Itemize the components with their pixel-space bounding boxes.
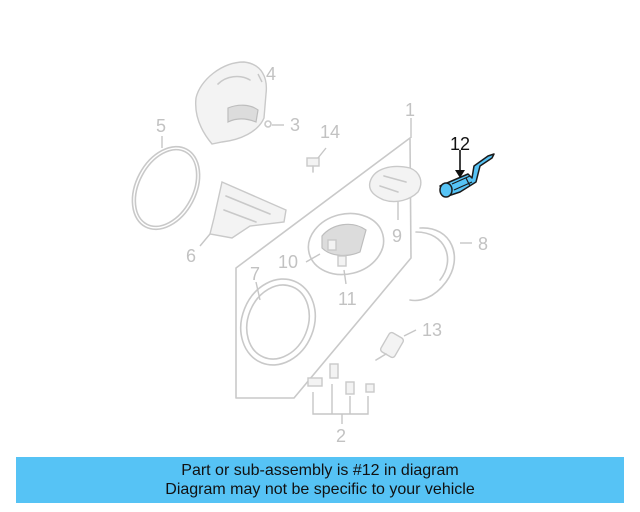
banner-line-1: Part or sub-assembly is #12 in diagram bbox=[181, 462, 459, 479]
callout-2: 2 bbox=[336, 426, 346, 446]
part-6-bracket bbox=[199, 181, 287, 247]
callout-11: 11 bbox=[338, 289, 357, 309]
callout-5: 5 bbox=[156, 116, 166, 136]
banner-line-2: Diagram may not be specific to your vehi… bbox=[165, 481, 475, 498]
callout-3: 3 bbox=[290, 115, 300, 135]
parts-diagram: 1 2 3 4 5 6 7 8 9 10 11 12 13 14 bbox=[131, 61, 495, 446]
part-14-screw bbox=[306, 147, 327, 173]
callout-7: 7 bbox=[250, 264, 260, 284]
callout-10: 10 bbox=[278, 252, 298, 272]
callout-14: 14 bbox=[320, 122, 340, 142]
callout-9: 9 bbox=[392, 226, 402, 246]
part-13-connector bbox=[375, 329, 417, 361]
callout-13: 13 bbox=[422, 320, 442, 340]
part-4-cover bbox=[195, 61, 284, 145]
info-banner: Part or sub-assembly is #12 in diagram D… bbox=[16, 457, 624, 503]
callout-8: 8 bbox=[478, 234, 488, 254]
headlamp-housing bbox=[235, 118, 412, 399]
callout-6: 6 bbox=[186, 246, 196, 266]
callout-12: 12 bbox=[450, 134, 470, 154]
part-8-strip bbox=[409, 227, 472, 302]
callout-4: 4 bbox=[266, 64, 276, 84]
callout-labels: 1 2 3 4 5 6 7 8 9 10 11 12 13 14 bbox=[156, 64, 488, 446]
part-12-adjuster bbox=[439, 150, 495, 198]
part-5-ring bbox=[131, 136, 201, 231]
part-7-lens bbox=[239, 278, 317, 366]
part-9-cover bbox=[368, 165, 422, 220]
bulb-assembly bbox=[305, 212, 385, 285]
part-2-clips bbox=[307, 363, 375, 424]
callout-1: 1 bbox=[405, 100, 415, 120]
